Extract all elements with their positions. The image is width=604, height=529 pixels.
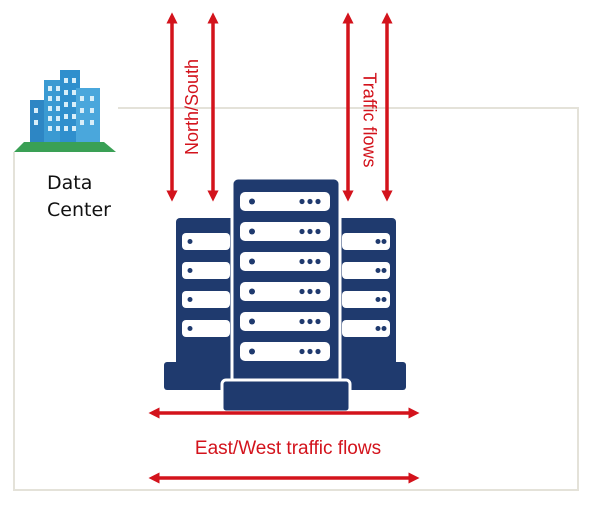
building-icon <box>14 70 116 152</box>
traffic-flows-label: Traffic flows <box>359 72 379 167</box>
server-rack-center <box>220 176 352 414</box>
north-south-label: North/South <box>182 59 202 155</box>
data-center-label-line1: Data <box>47 172 93 194</box>
data-center-label-line2: Center <box>47 199 111 221</box>
data-center-label: Data Center <box>47 170 127 224</box>
server-rack-left <box>164 218 248 390</box>
server-rack-right <box>326 218 406 390</box>
east-west-label: East/West traffic flows <box>195 438 381 459</box>
data-center-boundary <box>13 107 579 491</box>
